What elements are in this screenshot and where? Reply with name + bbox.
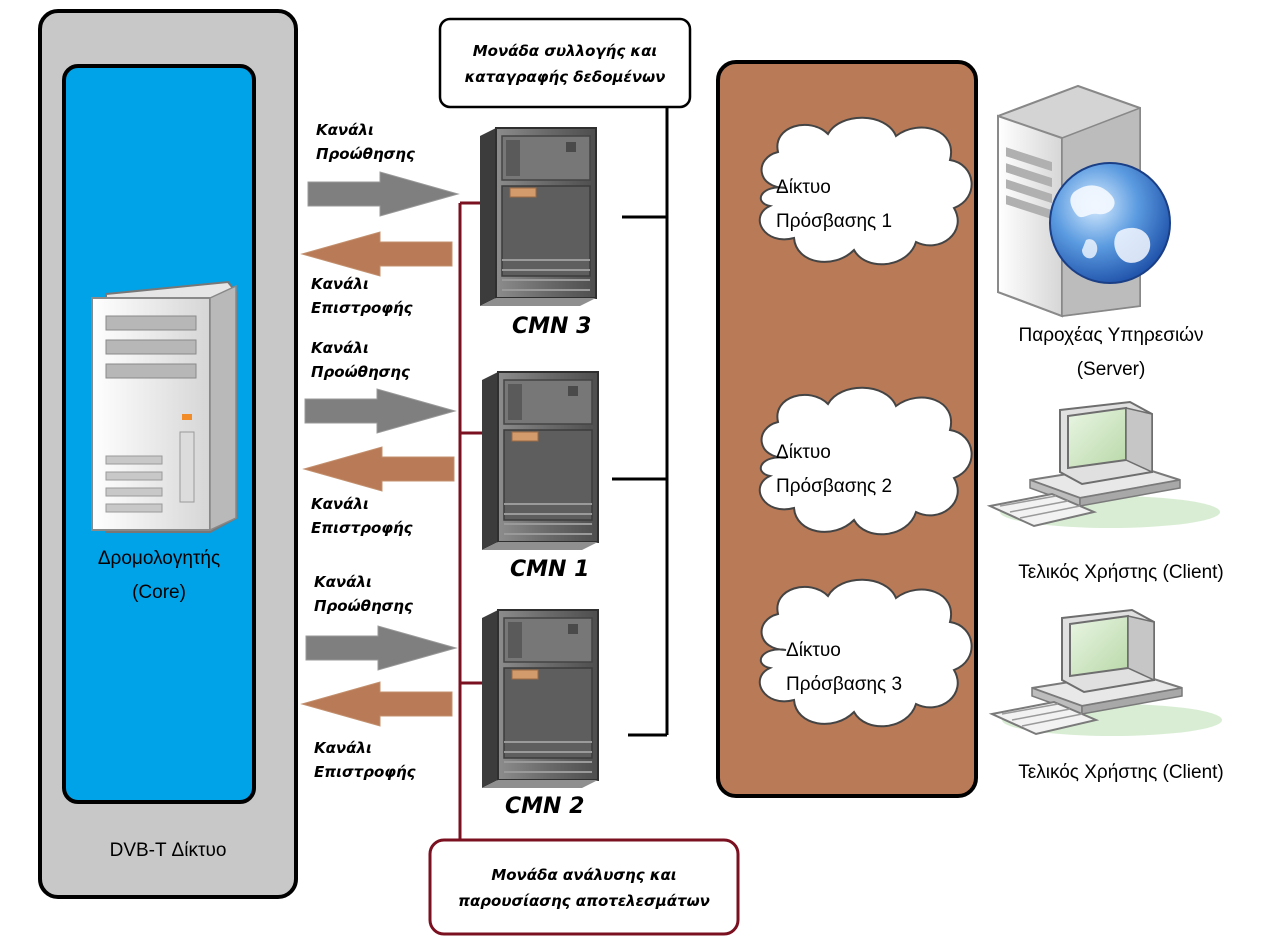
return-channel-line2: Επιστροφής — [314, 763, 416, 781]
access-network-1-label: Δίκτυο Πρόσβασης 1 — [776, 171, 892, 239]
forward-channel-label-3: Κανάλι Προώθησης — [314, 570, 413, 618]
return-channel-label-2: Κανάλι Επιστροφής — [311, 492, 413, 540]
return-channel-line2: Επιστροφής — [311, 299, 413, 317]
return-channel-line1: Κανάλι — [311, 275, 369, 293]
collection-unit-line2: καταγραφής δεδομένων — [464, 68, 666, 86]
access-network-3-line2: Πρόσβασης 3 — [786, 674, 903, 695]
server-label-line1: Παροχέας Υπηρεσιών — [1018, 325, 1204, 346]
return-arrow-icon — [301, 681, 453, 727]
forward-channel-line1: Κανάλι — [316, 121, 374, 139]
access-network-3-line1: Δίκτυο — [786, 640, 841, 661]
return-channel-label-1: Κανάλι Επιστροφής — [311, 272, 413, 320]
forward-channel-line2: Προώθησης — [316, 145, 415, 163]
access-network-2-line1: Δίκτυο — [776, 442, 831, 463]
return-channel-line1: Κανάλι — [314, 739, 372, 757]
client-2-label: Τελικός Χρήστης (Client) — [1018, 762, 1224, 783]
forward-arrow-icon — [305, 625, 457, 671]
collection-unit-label: Μονάδα συλλογής και καταγραφής δεδομένων — [440, 38, 690, 90]
forward-channel-label-2: Κανάλι Προώθησης — [311, 336, 410, 384]
forward-arrow-icon — [304, 388, 456, 434]
analysis-unit-line1: Μονάδα ανάλυσης και — [491, 866, 677, 884]
access-network-1-line2: Πρόσβασης 1 — [776, 211, 893, 232]
analysis-unit-label: Μονάδα ανάλυσης και παρουσίασης αποτελεσ… — [430, 862, 738, 914]
client-2-computer-icon — [991, 609, 1223, 737]
cmn-2-server-icon — [481, 609, 599, 789]
cmn-2-label: CMN 2 — [505, 794, 585, 819]
return-channel-line2: Επιστροφής — [311, 519, 413, 537]
dvb-network-label: DVB-T Δίκτυο — [109, 840, 227, 861]
collection-unit-box — [438, 17, 692, 109]
cmn-3-label: CMN 3 — [512, 314, 592, 339]
return-arrow-icon — [303, 446, 455, 492]
globe-icon — [1049, 162, 1171, 284]
collection-unit-connector — [612, 104, 669, 737]
collection-unit-line1: Μονάδα συλλογής και — [472, 42, 658, 60]
client-1-computer-icon — [989, 401, 1221, 529]
server-label: Παροχέας Υπηρεσιών (Server) — [984, 319, 1238, 387]
access-network-2-label: Δίκτυο Πρόσβασης 2 — [776, 436, 892, 504]
server-label-line2: (Server) — [1076, 359, 1146, 380]
analysis-unit-line2: παρουσίασης αποτελεσμάτων — [458, 892, 710, 910]
cmn-3-server-icon — [479, 127, 597, 307]
analysis-unit-box — [428, 838, 740, 936]
core-router-icon — [91, 280, 237, 533]
forward-channel-line2: Προώθησης — [314, 597, 413, 615]
core-router-label-line2: (Core) — [132, 582, 186, 603]
access-network-1-line1: Δίκτυο — [776, 177, 831, 198]
forward-arrow-icon — [307, 171, 459, 217]
forward-channel-line1: Κανάλι — [314, 573, 372, 591]
client-1-label: Τελικός Χρήστης (Client) — [1018, 562, 1224, 583]
access-network-2-line2: Πρόσβασης 2 — [776, 476, 893, 497]
forward-channel-line1: Κανάλι — [311, 339, 369, 357]
return-arrow-icon — [301, 231, 453, 277]
core-router-label-line1: Δρομολογητής — [97, 548, 221, 569]
forward-channel-label-1: Κανάλι Προώθησης — [316, 118, 415, 166]
cmn-1-server-icon — [481, 371, 599, 551]
return-channel-line1: Κανάλι — [311, 495, 369, 513]
forward-channel-line2: Προώθησης — [311, 363, 410, 381]
access-network-3-label: Δίκτυο Πρόσβασης 3 — [786, 634, 902, 702]
return-channel-label-3: Κανάλι Επιστροφής — [314, 736, 416, 784]
cmn-1-label: CMN 1 — [510, 557, 590, 582]
core-router-label: Δρομολογητής (Core) — [64, 542, 254, 610]
